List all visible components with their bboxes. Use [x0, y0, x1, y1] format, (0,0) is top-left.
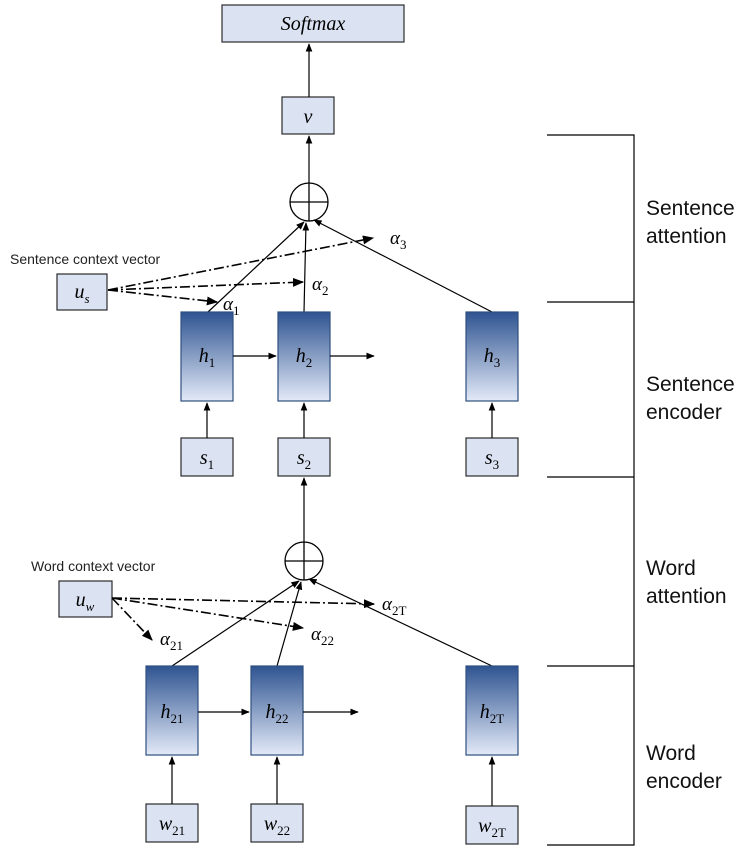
sentence-hidden-h3: h3 — [465, 311, 519, 402]
softmax-node: Softmax — [221, 4, 405, 43]
word-hidden-h2T: h2T — [465, 665, 519, 756]
sentence-hidden-h1: h1 — [180, 311, 234, 402]
word-attn-arrow-3 — [111, 597, 376, 609]
svg-text:w21: w21 — [159, 813, 185, 838]
arrow-h2-to-sum — [302, 222, 310, 313]
v-label: v — [304, 106, 313, 128]
softmax-label: Softmax — [281, 13, 346, 35]
svg-text:s3: s3 — [485, 447, 499, 472]
svg-text:w2T: w2T — [478, 815, 506, 840]
sentence-hidden-h2: h2 — [277, 311, 331, 402]
sentence-input-s1: s1 — [180, 437, 234, 477]
word-attn-arrow-1 — [111, 597, 153, 641]
arrow-h22-to-sum — [276, 581, 303, 667]
sentence-input-s2: s2 — [277, 437, 331, 477]
sentence-sum-node — [289, 182, 329, 222]
svg-text:h1: h1 — [199, 345, 216, 370]
sentence-attn-arrow-2 — [107, 277, 305, 291]
word-hidden-h22: h22 — [250, 665, 304, 756]
word-context-label: Word context vector — [31, 558, 156, 574]
sentence-attn-arrow-3 — [107, 235, 375, 291]
svg-text:h21: h21 — [161, 701, 184, 726]
word-input-w22: w22 — [250, 803, 304, 843]
arrow-h1-to-sum — [207, 221, 305, 313]
word-sum-node — [284, 541, 324, 581]
arrow-h2T-to-sum — [308, 578, 493, 667]
svg-text:w22: w22 — [264, 813, 290, 838]
alpha-22: α22 — [311, 624, 334, 648]
word-input-w2T: w2T — [465, 805, 519, 845]
svg-text:h2T: h2T — [480, 701, 505, 726]
sentence-context-label: Sentence context vector — [10, 251, 161, 267]
sentence-input-s3: s3 — [465, 437, 519, 477]
word-context-vector: uw — [58, 580, 113, 618]
sentence-attn-arrow-1 — [107, 289, 219, 306]
arrow-h3-to-sum — [313, 219, 493, 313]
v-node: v — [281, 96, 335, 135]
alpha-21: α21 — [160, 629, 183, 653]
alpha-3: α3 — [390, 228, 406, 252]
svg-text:h3: h3 — [484, 345, 501, 370]
sentence-context-vector: us — [56, 273, 108, 311]
svg-text:h22: h22 — [266, 701, 289, 726]
svg-text:s2: s2 — [297, 447, 311, 472]
alpha-1: α1 — [223, 294, 239, 318]
alpha-2: α2 — [312, 274, 328, 298]
alpha-2T: α2T — [382, 594, 406, 618]
svg-text:h2: h2 — [296, 345, 313, 370]
svg-text:uw: uw — [76, 589, 95, 614]
arrow-h21-to-sum — [171, 580, 300, 667]
svg-text:us: us — [74, 281, 89, 306]
word-input-w21: w21 — [145, 803, 199, 843]
svg-text:s1: s1 — [200, 447, 214, 472]
word-attn-arrow-2 — [111, 597, 305, 631]
section-bracket — [547, 134, 635, 846]
word-hidden-h21: h21 — [145, 665, 199, 756]
